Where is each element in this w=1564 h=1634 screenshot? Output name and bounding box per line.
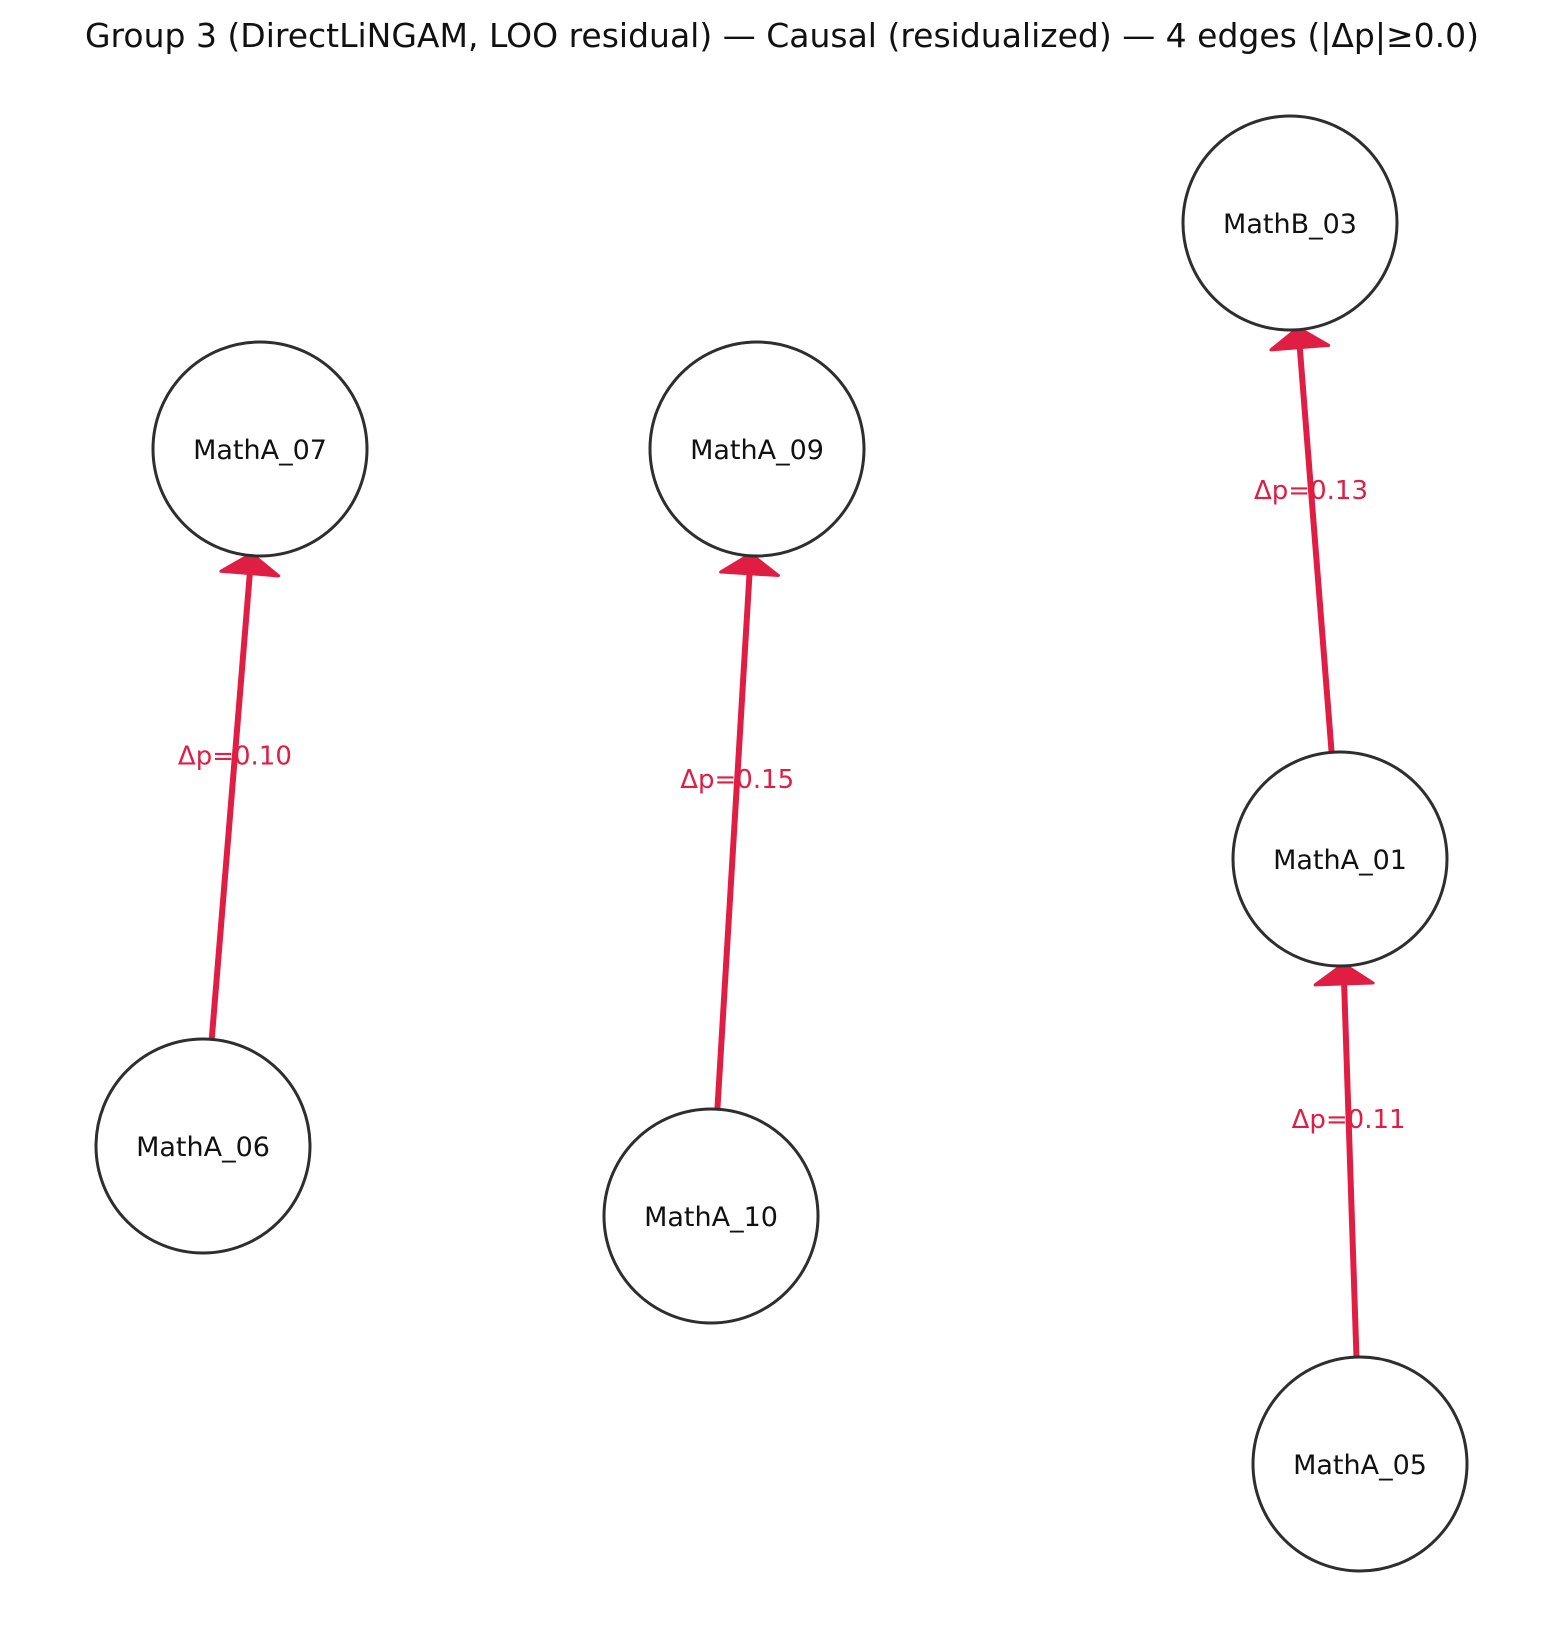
node: MathB_03 <box>1181 114 1399 332</box>
arrowhead <box>719 552 780 578</box>
node-label: MathA_01 <box>1273 845 1407 876</box>
node-label: MathA_09 <box>690 435 824 466</box>
node: MathA_05 <box>1251 1355 1469 1573</box>
edge-line <box>1296 347 1335 752</box>
node-label: MathA_10 <box>644 1202 778 1233</box>
arrowhead <box>1313 962 1375 987</box>
arrowhead <box>1269 326 1331 352</box>
edge: Δp=0.10 <box>178 552 292 1039</box>
node: MathA_01 <box>1231 750 1449 968</box>
arrowhead <box>219 552 281 578</box>
node-circle <box>1251 1355 1469 1573</box>
edge-line <box>1341 983 1360 1357</box>
edge: Δp=0.15 <box>680 552 794 1109</box>
node: MathA_06 <box>94 1037 312 1255</box>
edge-line <box>208 573 253 1039</box>
edge: Δp=0.13 <box>1254 326 1368 752</box>
node: MathA_09 <box>648 340 866 558</box>
edge-line <box>714 573 753 1109</box>
edge-label: Δp=0.15 <box>680 765 794 795</box>
edge-label: Δp=0.10 <box>178 742 292 772</box>
graph-title: Group 3 (DirectLiNGAM, LOO residual) — C… <box>85 16 1479 55</box>
node-circle <box>1181 114 1399 332</box>
node-label: MathA_05 <box>1293 1450 1427 1481</box>
node: MathA_10 <box>602 1107 820 1325</box>
edge-label: Δp=0.13 <box>1254 476 1368 506</box>
node-label: MathB_03 <box>1223 209 1357 240</box>
edge-label: Δp=0.11 <box>1292 1105 1406 1135</box>
node-label: MathA_07 <box>193 435 327 466</box>
node-circle <box>1231 750 1449 968</box>
node-circle <box>151 340 369 558</box>
node-circle <box>94 1037 312 1255</box>
node-label: MathA_06 <box>136 1132 270 1163</box>
node: MathA_07 <box>151 340 369 558</box>
edge: Δp=0.11 <box>1292 962 1406 1357</box>
node-circle <box>602 1107 820 1325</box>
node-circle <box>648 340 866 558</box>
